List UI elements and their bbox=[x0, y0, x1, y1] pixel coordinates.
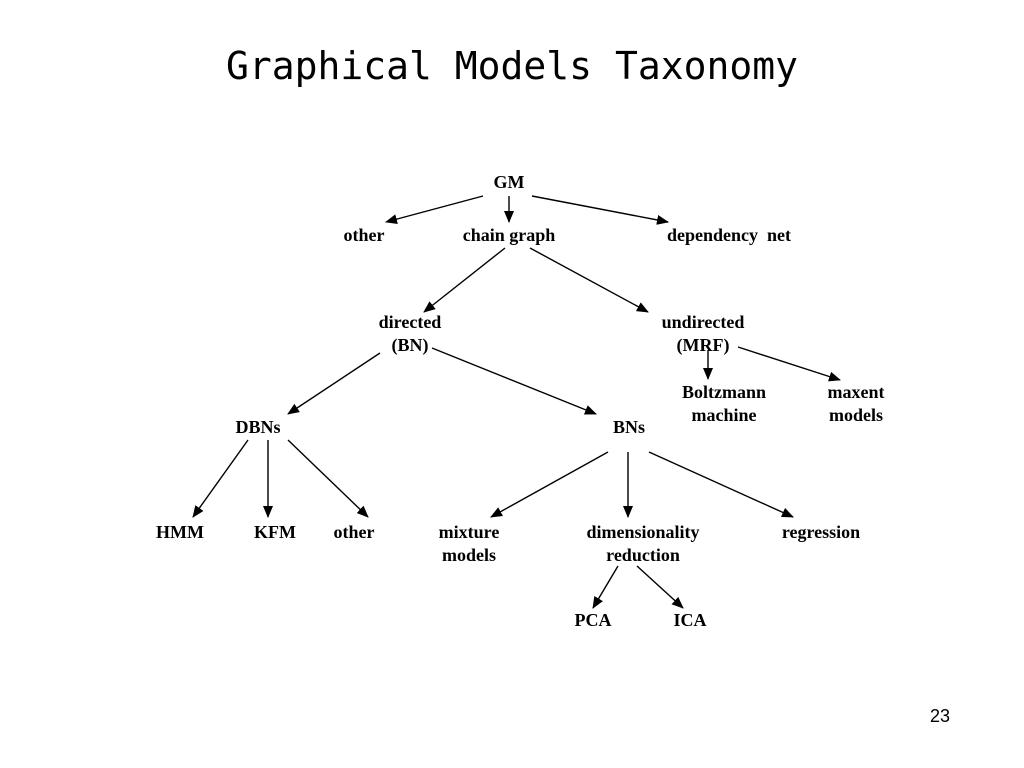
page-number: 23 bbox=[930, 706, 951, 726]
node-label-line: HMM bbox=[156, 522, 204, 542]
node-label-line: chain graph bbox=[463, 225, 556, 245]
node-label-line: (BN) bbox=[392, 335, 429, 356]
node-label-line: dimensionality bbox=[586, 522, 699, 542]
node-hmm: HMM bbox=[156, 522, 204, 542]
edge-chain-graph-to-directed bbox=[423, 247, 506, 313]
node-maxent: maxent models bbox=[828, 382, 885, 425]
node-chain-graph: chain graph bbox=[463, 225, 556, 245]
node-label-line: mixture bbox=[439, 522, 500, 542]
edge-dimred-to-ica bbox=[636, 565, 684, 609]
edge-chain-graph-to-undirected bbox=[529, 247, 649, 313]
node-label-line: PCA bbox=[575, 610, 612, 630]
node-ica: ICA bbox=[673, 610, 706, 630]
node-label-line: directed bbox=[379, 312, 442, 332]
node-label-line: Boltzmann bbox=[682, 382, 766, 402]
edge-undirected-to-maxent bbox=[737, 346, 841, 382]
edge-directed-to-dbns bbox=[287, 352, 381, 415]
slide-title: Graphical Models Taxonomy bbox=[226, 44, 798, 88]
node-label-line: models bbox=[442, 545, 496, 565]
edge-dbns-to-other-dbn bbox=[287, 439, 369, 518]
node-label-line: other bbox=[334, 522, 375, 542]
node-label-line: (MRF) bbox=[677, 335, 730, 356]
node-label-line: GM bbox=[494, 172, 525, 192]
node-other-dbn: other bbox=[334, 522, 375, 542]
edge-dimred-to-pca bbox=[592, 565, 619, 609]
node-regression: regression bbox=[782, 522, 860, 542]
node-label-line: machine bbox=[692, 405, 757, 425]
node-kfm: KFM bbox=[254, 522, 296, 542]
edge-bns-to-mixture bbox=[490, 451, 609, 518]
edge-dbns-to-hmm bbox=[192, 439, 249, 518]
edge-gm-to-dependency-net bbox=[531, 195, 669, 225]
node-dimred: dimensionality reduction bbox=[586, 522, 699, 565]
node-pca: PCA bbox=[575, 610, 612, 630]
node-other-top: other bbox=[344, 225, 385, 245]
node-undirected: undirected (MRF) bbox=[662, 312, 745, 356]
node-dbns: DBNs bbox=[235, 417, 280, 437]
node-label-line: models bbox=[829, 405, 883, 425]
edges-layer bbox=[192, 195, 841, 609]
node-label-line: DBNs bbox=[235, 417, 280, 437]
node-label-line: other bbox=[344, 225, 385, 245]
node-label-line: ICA bbox=[673, 610, 706, 630]
nodes-layer: GM other chain graph dependency net directed… bbox=[156, 172, 884, 630]
node-boltzmann: Boltzmann machine bbox=[682, 382, 766, 425]
node-gm: GM bbox=[494, 172, 525, 192]
node-label-line: reduction bbox=[606, 545, 680, 565]
edge-gm-to-other-top bbox=[385, 195, 484, 224]
node-label-line: KFM bbox=[254, 522, 296, 542]
node-label-line: regression bbox=[782, 522, 860, 542]
node-directed: directed (BN) bbox=[379, 312, 442, 356]
node-label-line: maxent bbox=[828, 382, 885, 402]
node-bns: BNs bbox=[613, 417, 645, 437]
node-label-line: undirected bbox=[662, 312, 745, 332]
edge-bns-to-regression bbox=[648, 451, 794, 518]
edge-directed-to-bns bbox=[431, 347, 597, 415]
node-dependency-net: dependency net bbox=[667, 225, 791, 245]
node-label-line: BNs bbox=[613, 417, 645, 437]
node-mixture: mixture models bbox=[439, 522, 500, 565]
node-label-line: dependency net bbox=[667, 225, 791, 245]
